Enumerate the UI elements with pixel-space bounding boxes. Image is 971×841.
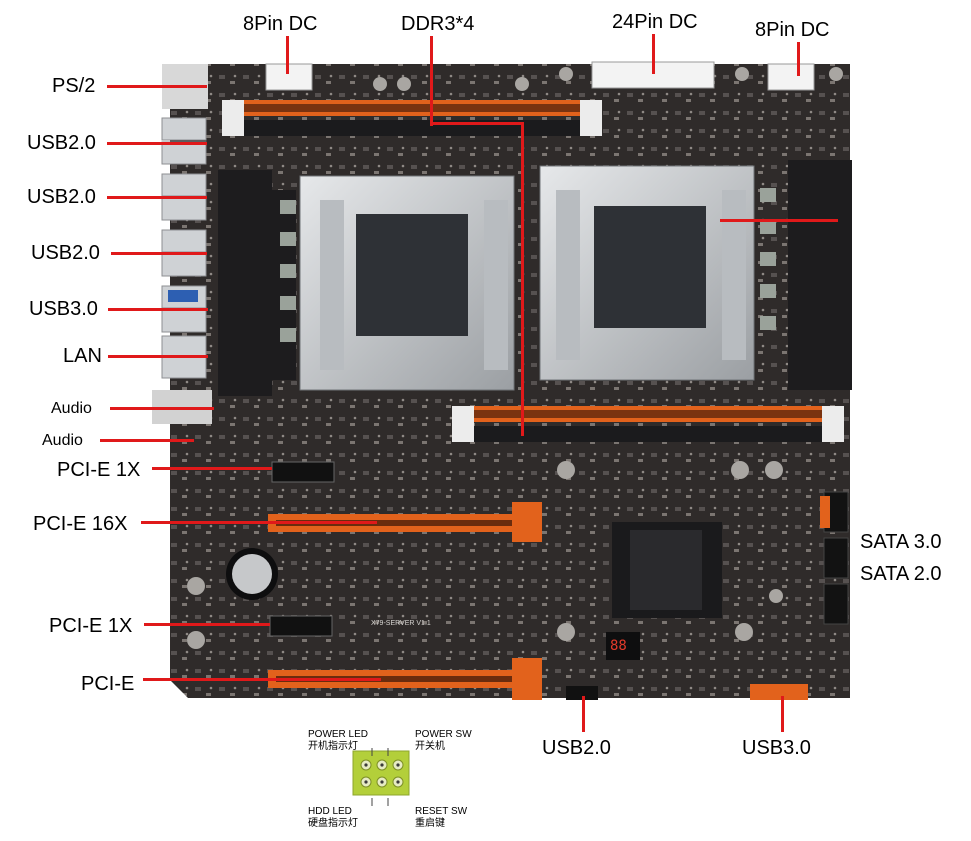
leader-pcie (143, 678, 381, 681)
leader-8pin-right (797, 42, 800, 76)
label-lan: LAN (63, 345, 102, 367)
reset-sw-label: RESET SW 重启键 (415, 806, 467, 829)
label-audio-header: Audio (42, 432, 83, 449)
reset-sw-en: RESET SW (415, 806, 468, 817)
leader-usb20-header (582, 696, 585, 732)
label-pcie: PCI-E (81, 673, 135, 695)
leader-ddr3-v2 (521, 122, 524, 436)
label-8pin-dc-left: 8Pin DC (243, 13, 318, 35)
label-ddr3: DDR3*4 (401, 13, 475, 35)
power-sw-en: POWER SW (415, 729, 472, 740)
hdd-led-en: HDD LED (308, 806, 352, 817)
leader-usb20-a (107, 142, 207, 145)
leader-pcie-1x-bottom (144, 623, 270, 626)
label-usb20-header: USB2.0 (542, 737, 611, 759)
leader-8pin-left (286, 36, 289, 74)
label-audio-rear: Audio (51, 400, 92, 417)
leader-cpu2 (720, 219, 838, 222)
leader-usb20-b (107, 196, 207, 199)
label-pcie-16x: PCI-E 16X (33, 513, 128, 535)
power-led-zh: 开机指示灯 (308, 740, 358, 752)
leader-usb20-c (111, 252, 207, 255)
hdd-led-label: HDD LED 硬盘指示灯 (308, 806, 358, 829)
reset-sw-zh: 重启键 (415, 817, 445, 829)
power-led-en: POWER LED (308, 729, 369, 740)
label-usb30-rear: USB3.0 (29, 298, 98, 320)
leader-audio-rear (110, 407, 214, 410)
label-usb20-b: USB2.0 (27, 186, 96, 208)
leader-audio-header (100, 439, 194, 442)
label-ps2: PS/2 (52, 75, 96, 97)
power-sw-label: POWER SW 开关机 (415, 729, 472, 752)
leader-usb30-rear (108, 308, 208, 311)
label-sata30: SATA 3.0 (860, 531, 942, 553)
power-sw-zh: 开关机 (415, 740, 445, 752)
power-led-label: POWER LED 开机指示灯 (308, 729, 368, 752)
leader-ps2 (107, 85, 207, 88)
leader-usb30-header (781, 696, 784, 732)
label-sata20: SATA 2.0 (860, 563, 942, 585)
label-pcie-1x-bottom: PCI-E 1X (49, 615, 133, 637)
label-24pin-dc: 24Pin DC (612, 11, 698, 33)
leader-ddr3-h (430, 122, 524, 125)
label-8pin-dc-right: 8Pin DC (755, 19, 830, 41)
board-model-silk: X79-SERVER V1.1 (371, 620, 431, 627)
debug-display: 88 (610, 638, 627, 654)
hdd-led-zh: 硬盘指示灯 (308, 817, 358, 829)
label-usb20-a: USB2.0 (27, 132, 96, 154)
label-pcie-1x-top: PCI-E 1X (57, 459, 141, 481)
leader-pcie-1x-top (152, 467, 272, 470)
label-usb30-header: USB3.0 (742, 737, 811, 759)
label-usb20-c: USB2.0 (31, 242, 100, 264)
leader-ddr3-v (430, 36, 433, 126)
leader-lan (108, 355, 208, 358)
leader-24pin (652, 34, 655, 74)
leader-pcie-16x (141, 521, 377, 524)
